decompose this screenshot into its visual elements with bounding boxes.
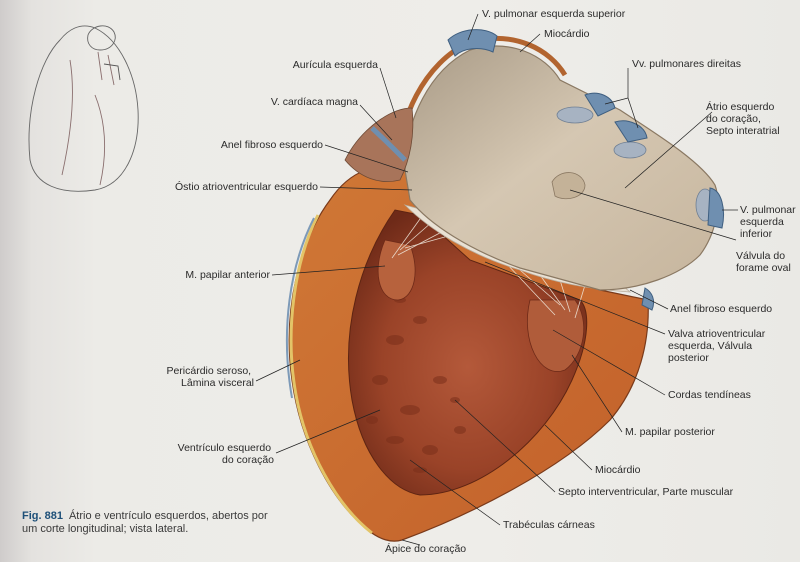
label-vv-pulmonares-direitas: Vv. pulmonares direitas [632, 58, 741, 70]
label-valvula-forame-oval: Válvula do forame oval [736, 250, 791, 274]
label-pericardio-seroso: Pericárdio seroso, Lâmina visceral [166, 365, 254, 389]
label-septo-interventricular: Septo interventricular, Parte muscular [558, 486, 734, 498]
label-miocardio-top: Miocárdio [544, 28, 590, 40]
label-trabeculas-carneas: Trabéculas cárneas [503, 519, 595, 531]
leader-lines [255, 13, 738, 546]
orientation-thumbnail [28, 25, 139, 192]
label-cordas-tendineas: Cordas tendíneas [668, 389, 751, 401]
label-apice: Ápice do coração [385, 542, 466, 555]
label-anel-fibroso-esquerdo-left: Anel fibroso esquerdo [221, 139, 323, 151]
label-ventriculo-esquerdo: Ventrículo esquerdo do coração [178, 442, 274, 466]
label-atrio-esquerdo: Átrio esquerdo do coração, Septo interat… [706, 100, 780, 137]
label-anel-fibroso-esquerdo-right: Anel fibroso esquerdo [670, 303, 772, 315]
label-ostio-atrioventricular: Óstio atrioventricular esquerdo [175, 180, 318, 193]
label-valva-atrioventricular: Valva atrioventricular esquerda, Válvula… [668, 328, 768, 364]
label-v-cardiaca-magna: V. cardíaca magna [271, 96, 358, 108]
labels: V. pulmonar esquerda superior Miocárdio … [166, 8, 799, 555]
label-m-papilar-anterior: M. papilar anterior [185, 269, 270, 281]
label-auricula-esquerda: Aurícula esquerda [293, 59, 378, 71]
heart-illustration [285, 29, 724, 542]
label-miocardio-bottom: Miocárdio [595, 464, 641, 476]
label-m-papilar-posterior: M. papilar posterior [625, 426, 715, 438]
label-v-pulmonar-esquerda-inferior: V. pulmonar esquerda inferior [740, 204, 799, 240]
figure-number: Fig. 881 [22, 510, 63, 522]
label-v-pulmonar-esquerda-superior: V. pulmonar esquerda superior [482, 8, 626, 20]
figure-caption-text: Átrio e ventrículo esquerdos, abertos po… [22, 510, 268, 535]
